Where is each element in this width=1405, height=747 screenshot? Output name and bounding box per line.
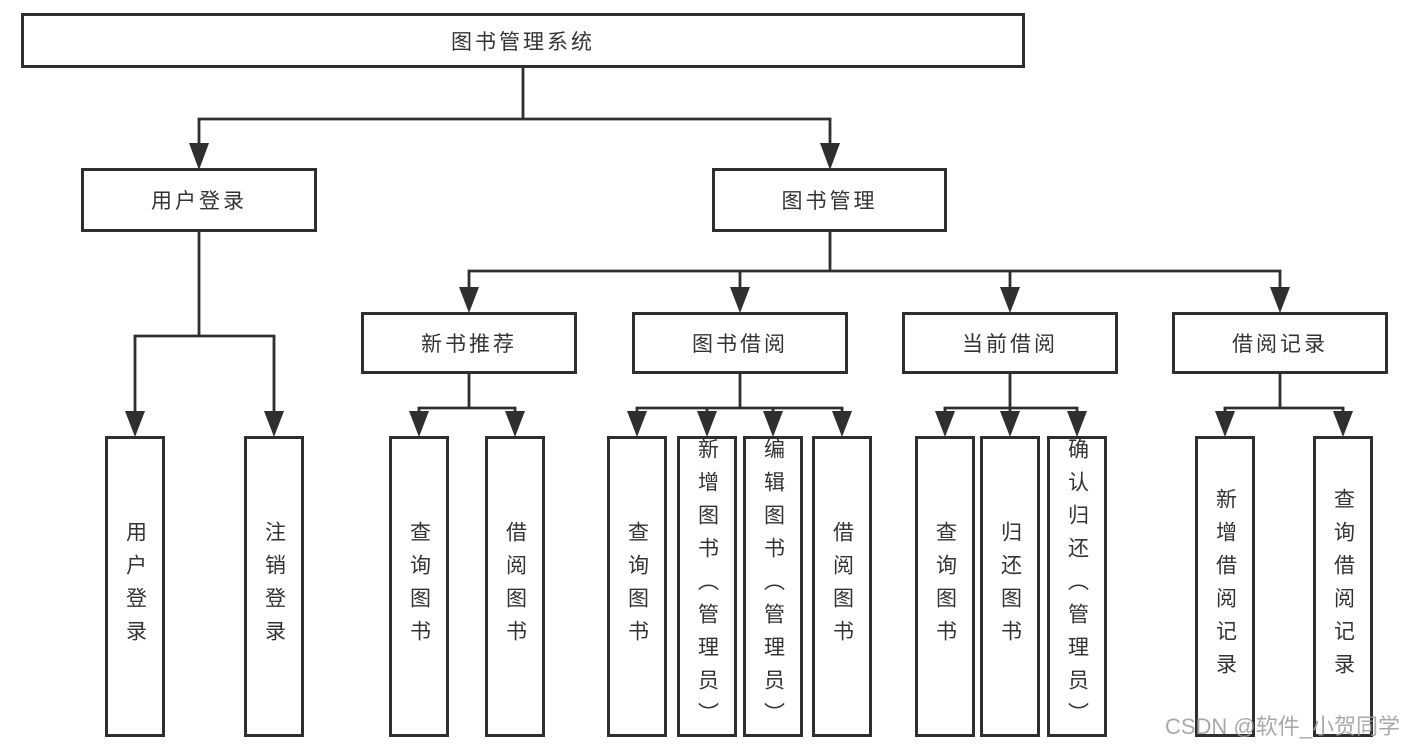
- node-root: 图书管理系统: [21, 13, 1025, 68]
- leaf-borrow-books-recommend-label: 借阅图书: [503, 520, 527, 653]
- connector-bookborrow-children: [635, 372, 844, 414]
- connector-bookmgmt-to-level3: [467, 230, 1282, 290]
- leaf-borrow-books-recommend: 借阅图书: [485, 436, 545, 737]
- connector-root-to-level2: [197, 66, 832, 146]
- arrowheads-bookborrow-children: [627, 411, 852, 437]
- leaf-add-book-admin-label: 新增图书（管理员）: [695, 438, 719, 735]
- leaf-logout: 注销登录: [244, 436, 304, 737]
- connector-userlogin-children: [133, 230, 276, 414]
- node-borrow-records-label: 借阅记录: [1232, 333, 1328, 356]
- node-new-book-recommend: 新书推荐: [361, 312, 577, 374]
- leaf-borrow-books: 借阅图书: [812, 436, 872, 737]
- node-new-book-recommend-label: 新书推荐: [421, 333, 517, 356]
- arrowheads-userlogin-children: [125, 411, 284, 437]
- node-user-login: 用户登录: [81, 168, 317, 232]
- leaf-query-books-recommend-label: 查询图书: [407, 520, 431, 653]
- node-book-borrow-label: 图书借阅: [692, 333, 788, 356]
- arrowheads-currentborrow-children: [935, 411, 1087, 437]
- leaf-query-books-current-label: 查询图书: [933, 520, 957, 653]
- leaf-add-book-admin: 新增图书（管理员）: [677, 436, 737, 737]
- connector-currentborrow-children: [943, 372, 1079, 414]
- node-root-label: 图书管理系统: [451, 30, 595, 54]
- arrowheads-newbook-children: [409, 411, 525, 437]
- leaf-logout-label: 注销登录: [262, 520, 286, 653]
- node-user-login-label: 用户登录: [151, 190, 247, 213]
- leaf-query-borrow-record-label: 查询借阅记录: [1331, 487, 1355, 686]
- connector-borrowrecord-children: [1223, 372, 1345, 414]
- leaf-user-login-label: 用户登录: [123, 520, 147, 653]
- leaf-query-books-borrow-label: 查询图书: [625, 520, 649, 653]
- connector-newbook-children: [417, 372, 517, 414]
- leaf-add-borrow-record-label: 新增借阅记录: [1213, 487, 1237, 686]
- leaf-return-book-label: 归还图书: [998, 520, 1022, 653]
- node-current-borrow: 当前借阅: [902, 312, 1118, 374]
- leaf-edit-book-admin: 编辑图书（管理员）: [743, 436, 803, 737]
- node-book-management: 图书管理: [712, 168, 947, 232]
- node-book-management-label: 图书管理: [781, 190, 878, 213]
- leaf-query-books-recommend: 查询图书: [389, 436, 449, 737]
- leaf-return-book: 归还图书: [980, 436, 1040, 737]
- leaf-user-login: 用户登录: [105, 436, 165, 737]
- leaf-edit-book-admin-label: 编辑图书（管理员）: [761, 438, 785, 735]
- leaf-query-books-current: 查询图书: [915, 436, 975, 737]
- arrowheads-level2: [189, 143, 840, 170]
- arrowheads-borrowrecord-children: [1215, 411, 1353, 437]
- leaf-confirm-return-admin-label: 确认归还（管理员）: [1065, 438, 1089, 735]
- node-book-borrow: 图书借阅: [632, 312, 848, 374]
- leaf-add-borrow-record: 新增借阅记录: [1195, 436, 1255, 737]
- node-current-borrow-label: 当前借阅: [962, 333, 1058, 356]
- leaf-borrow-books-label: 借阅图书: [830, 520, 854, 653]
- leaf-query-borrow-record: 查询借阅记录: [1313, 436, 1373, 737]
- leaf-query-books-borrow: 查询图书: [607, 436, 667, 737]
- csdn-watermark: CSDN @软件_小贺同学: [1164, 714, 1400, 739]
- leaf-confirm-return-admin: 确认归还（管理员）: [1047, 436, 1107, 737]
- arrowheads-level3: [459, 287, 1290, 313]
- node-borrow-records: 借阅记录: [1172, 312, 1388, 374]
